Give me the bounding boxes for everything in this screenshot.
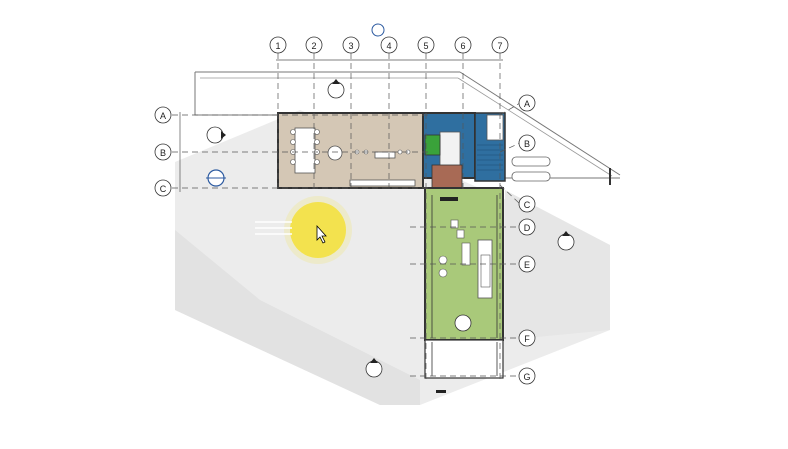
grid-label: C	[524, 200, 531, 210]
kitchen-counter	[349, 179, 416, 187]
parking-marks	[511, 156, 551, 182]
grid-label: B	[160, 148, 166, 158]
grid-label: 5	[423, 41, 428, 51]
grid-label: A	[524, 99, 530, 109]
grid-bubble-v-3[interactable]: 3	[342, 36, 360, 54]
horizontal-grid-lines-left	[172, 114, 430, 189]
vertical-grid-lines	[277, 53, 501, 380]
grid-bubble-left-c[interactable]: C	[154, 179, 172, 197]
entry-porch	[424, 339, 504, 379]
grid-label: G	[523, 372, 530, 382]
grid-bubble-right-g[interactable]: G	[518, 367, 536, 385]
grid-label: 1	[275, 41, 280, 51]
grid-bubble-v-4[interactable]: 4	[380, 36, 398, 54]
grid-bubble-v-6[interactable]: 6	[454, 36, 472, 54]
sun-rays-marks	[255, 221, 292, 235]
shower-green	[424, 134, 441, 156]
grid-label: F	[524, 334, 530, 344]
view-marker-lawn[interactable]	[454, 314, 472, 332]
grid-bubble-right-c[interactable]: C	[518, 195, 536, 213]
dining-table	[290, 127, 320, 174]
grid-bubble-right-b[interactable]: B	[518, 134, 536, 152]
arrow-pointer-icon	[316, 224, 327, 244]
grid-bubble-left-b[interactable]: B	[154, 143, 172, 161]
grid-bubble-right-a[interactable]: A	[518, 94, 536, 112]
grid-bubble-right-f[interactable]: F	[518, 329, 536, 347]
coffee-table	[461, 242, 471, 266]
section-marker-icon[interactable]	[365, 358, 383, 378]
grid-bubble-v-1[interactable]: 1	[269, 36, 287, 54]
stair-treads	[477, 144, 503, 171]
utility-room-brown	[431, 164, 463, 191]
grid-bubble-v-7[interactable]: 7	[491, 36, 509, 54]
grid-label: 2	[311, 41, 316, 51]
grid-bubble-right-e[interactable]: E	[518, 255, 536, 273]
grid-label: 4	[386, 41, 391, 51]
section-marker-icon[interactable]	[206, 169, 226, 187]
grid-bubble-right-d[interactable]: D	[518, 218, 536, 236]
site-boundary	[194, 72, 280, 116]
site-boundary-diagonal	[459, 71, 621, 176]
stair-landing	[486, 114, 504, 141]
lounge-chairs	[438, 219, 465, 278]
grid-label: D	[524, 223, 531, 233]
site-shadow-edge	[175, 230, 420, 405]
grid-label: C	[160, 184, 167, 194]
grid-bubble-v-2[interactable]: 2	[305, 36, 323, 54]
grid-bubble-left-a[interactable]: A	[154, 106, 172, 124]
section-marker-icon[interactable]	[327, 79, 345, 99]
site-boundary-diagonal-inner	[457, 77, 613, 177]
bathroom-white-space	[439, 131, 461, 171]
round-table	[327, 145, 343, 161]
grid-label: 3	[348, 41, 353, 51]
section-marker-icon[interactable]	[557, 231, 575, 251]
grid-label: 7	[497, 41, 502, 51]
grid-label: A	[160, 111, 166, 121]
kitchen-island	[374, 151, 396, 159]
section-marker-icon[interactable]	[206, 126, 226, 144]
grid-label: B	[524, 139, 530, 149]
top-marker-partial	[371, 23, 385, 37]
lounge-sofa-inner	[480, 254, 491, 288]
grid-label: E	[524, 260, 530, 270]
horizontal-grid-lines-right	[410, 102, 521, 377]
grid-label: 6	[460, 41, 465, 51]
wall-label-block	[440, 197, 458, 201]
entry-mat	[436, 390, 446, 393]
grid-bubble-v-5[interactable]: 5	[417, 36, 435, 54]
